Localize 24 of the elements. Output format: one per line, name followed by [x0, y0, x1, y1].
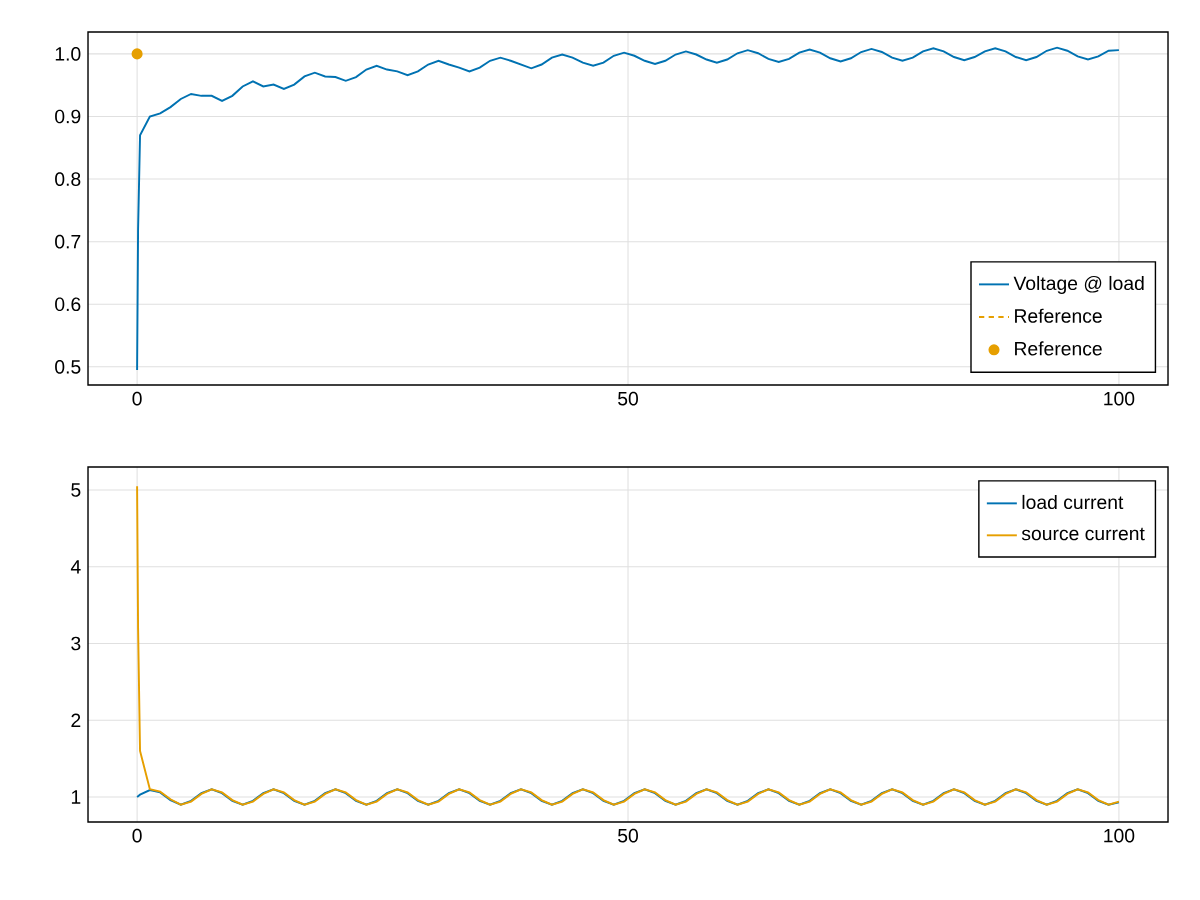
y-tick-label: 2: [71, 713, 81, 727]
x-tick-label: 0: [132, 828, 142, 843]
legend-label: load current: [1022, 494, 1124, 510]
y-tick-label: 0.5: [55, 360, 81, 374]
y-tick-label: 0.9: [55, 109, 81, 124]
line-chart: 0 50 100 1 2 3 4 5 load current source current: [70, 466, 1169, 843]
y-tick-label: 5: [71, 483, 81, 497]
line-chart: 0 50 100 0.5 0.6 0.7 0.8 0.9 1.0 Voltage @ load Reference Reference: [55, 31, 1169, 406]
y-tick-label: 0.7: [55, 234, 81, 249]
legend-label: source current: [1021, 527, 1145, 541]
legend-label: Reference: [1015, 308, 1102, 323]
y-tick-label: 0.8: [55, 172, 81, 186]
y-tick-label: 3: [71, 636, 81, 651]
x-tick-label: 50: [618, 828, 638, 843]
y-tick-label: 1: [71, 790, 81, 804]
legend-label: Voltage @ load: [1013, 275, 1144, 294]
x-tick-label: 0: [132, 391, 142, 406]
x-tick-label: 100: [1104, 391, 1135, 406]
y-tick-label: 0.6: [55, 297, 81, 312]
x-tick-label: 50: [618, 391, 638, 406]
y-tick-label: 1.0: [55, 47, 81, 61]
y-tick-label: 4: [70, 560, 81, 574]
legend-label: Reference: [1015, 341, 1102, 356]
x-tick-label: 100: [1104, 828, 1135, 843]
